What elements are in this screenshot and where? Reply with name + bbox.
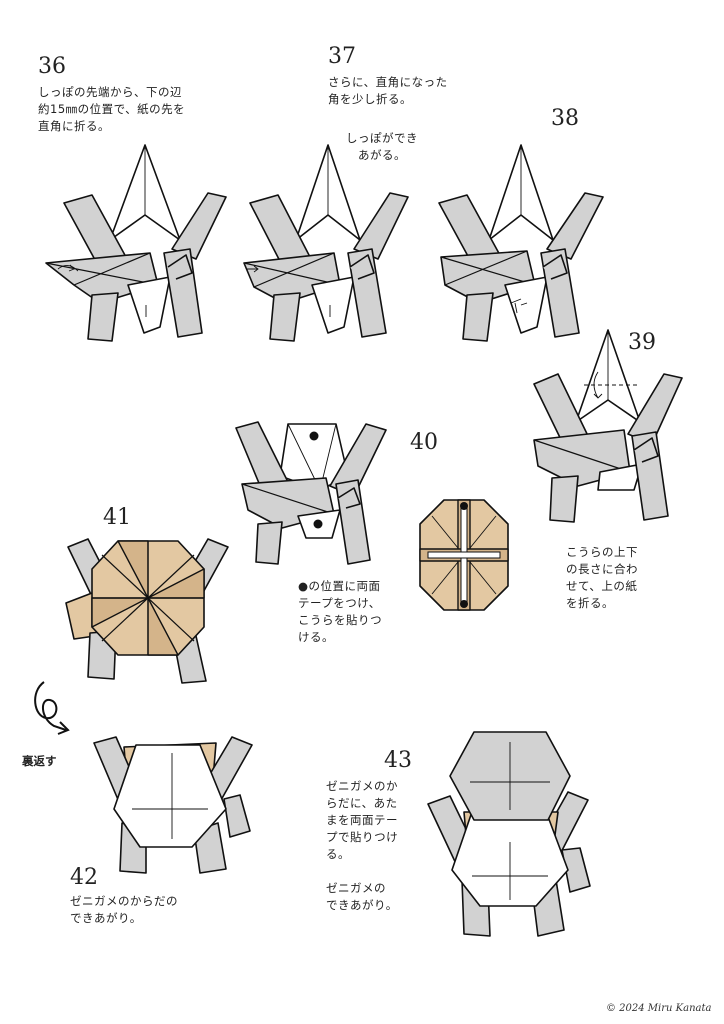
belly: [504, 276, 548, 334]
step-42-diagram: [93, 736, 253, 874]
step-40-number: 40: [410, 430, 438, 455]
left-leg: [255, 521, 283, 565]
step-41-diagram: [65, 538, 229, 684]
step-38-number: 38: [551, 106, 579, 131]
step-40-shell-diagram: [419, 499, 509, 611]
step-43-instruction: ゼニガメのか らだに、あた まを両面テー プで貼りつけ る。 ゼニガメの できあ…: [326, 779, 399, 912]
step-43-diagram: [427, 731, 591, 937]
step-40-body-diagram: [235, 421, 387, 565]
step-37-note: しっぽができ あがる。: [346, 131, 418, 162]
left-leg: [269, 292, 301, 342]
tail: [561, 847, 591, 893]
tape-dot-bottom: [313, 519, 323, 529]
right-arm: [627, 373, 683, 445]
belly: [597, 463, 643, 491]
turn-over-label: 裏返す: [22, 754, 57, 768]
step-42-number: 42: [70, 865, 98, 890]
turn-over-arrow-icon: [34, 681, 70, 735]
step-39-instruction: こうらの上下 の長さに合わ せて、上の紙 を折る。: [566, 545, 638, 610]
right-arm: [171, 192, 227, 260]
step-43-number: 43: [384, 748, 412, 773]
step-40-instruction: ●の位置に両面 テープをつけ、 こうらを貼りつ ける。: [298, 579, 383, 644]
tape-dot-top: [309, 431, 319, 441]
belly: [127, 276, 171, 334]
step-36-number: 36: [38, 54, 66, 79]
step-36-diagram: [45, 144, 227, 342]
right-arm: [353, 192, 409, 260]
copyright: © 2024 Miru Kanata: [606, 1003, 712, 1014]
step-36-instruction: しっぽの先端から、下の辺 約15㎜の位置で、紙の先を 直角に折る。: [38, 85, 186, 133]
left-leg: [87, 292, 119, 342]
step-37-instruction: さらに、直角になった 角を少し折る。: [328, 75, 448, 106]
shell-dot-bottom: [460, 600, 468, 608]
step-38-diagram: [438, 144, 604, 342]
right-arm: [329, 423, 387, 497]
shell-dot-top: [460, 502, 468, 510]
left-leg: [549, 475, 579, 523]
step-42-instruction: ゼニガメのからだの できあがり。: [70, 894, 178, 925]
right-arm: [546, 192, 604, 260]
back-panel: [113, 744, 227, 848]
step-37-number: 37: [328, 44, 356, 69]
left-leg: [462, 292, 494, 342]
step-39-diagram: [533, 329, 683, 523]
step-39-number: 39: [628, 330, 656, 355]
tail: [223, 794, 251, 838]
step-41-number: 41: [103, 505, 131, 530]
belly: [311, 276, 355, 334]
step-37-diagram: [243, 144, 409, 342]
